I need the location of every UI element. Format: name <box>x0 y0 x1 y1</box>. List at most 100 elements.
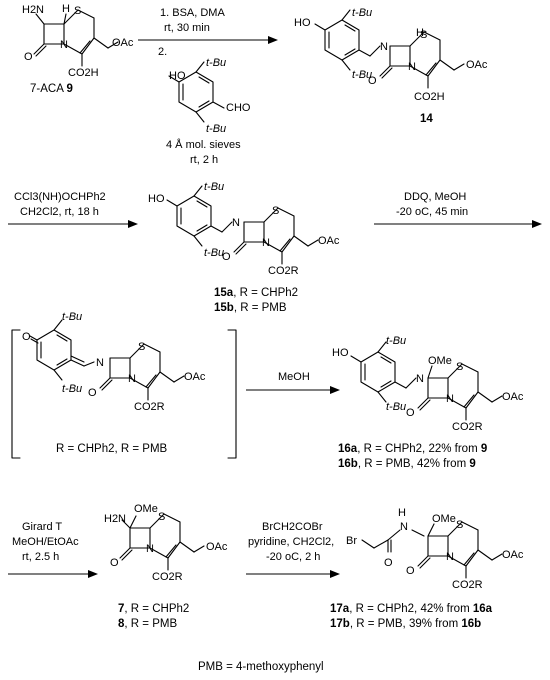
svg-text:8, R = PMB: 8, R = PMB <box>118 618 177 630</box>
svg-text:t-Bu: t-Bu <box>352 69 372 81</box>
svg-text:15a, R = CHPh2: 15a, R = CHPh2 <box>214 287 298 299</box>
svg-text:CO2R: CO2R <box>152 571 183 583</box>
svg-text:OAc: OAc <box>502 549 524 561</box>
svg-text:OMe: OMe <box>428 355 452 367</box>
oxygen-label: O <box>24 51 33 63</box>
svg-text:HO: HO <box>332 347 349 359</box>
footnote: PMB = 4-methoxyphenyl <box>198 661 324 673</box>
svg-text:N: N <box>416 373 424 385</box>
svg-text:OAc: OAc <box>318 235 340 247</box>
cond-6-line1: BrCH2COBr <box>262 521 323 533</box>
svg-text:16a, R = CHPh2, 22% from 9: 16a, R = CHPh2, 22% from 9 <box>338 443 487 455</box>
svg-text:H2N: H2N <box>104 513 126 525</box>
svg-text:O: O <box>22 331 31 343</box>
svg-text:S: S <box>138 341 145 353</box>
reagent-aldehyde: HO t-Bu t-Bu CHO <box>168 57 251 135</box>
compound-14: HO t-Bu t-Bu N H S N O OAc CO2H 14 <box>294 7 488 125</box>
svg-text:N: N <box>400 521 408 533</box>
svg-text:H: H <box>398 507 406 519</box>
cond-1-line4: 4 Å mol. sieves <box>166 138 241 151</box>
svg-text:OAc: OAc <box>466 59 488 71</box>
compound-16: HO t-Bu t-Bu N OMe S N O OAc CO2R 16a, R… <box>332 335 524 470</box>
svg-text:O: O <box>384 557 393 569</box>
cond-1-line5: rt, 2 h <box>190 154 218 166</box>
svg-text:S: S <box>456 361 463 373</box>
svg-text:S: S <box>456 519 463 531</box>
cond-4-line1: MeOH <box>278 371 310 383</box>
arrow-step-3 <box>374 220 542 228</box>
cond-2-line2: CH2Cl2, rt, 18 h <box>20 206 99 218</box>
svg-text:OMe: OMe <box>432 513 456 525</box>
svg-text:H: H <box>416 27 424 39</box>
svg-text:OAc: OAc <box>206 541 228 553</box>
compound-9: H2N H S N O OAc CO2H 7-ACA 9 <box>22 3 134 95</box>
arrow-step-1 <box>138 36 278 44</box>
oac-label: OAc <box>112 37 134 49</box>
svg-text:HO: HO <box>169 70 186 82</box>
svg-text:t-Bu: t-Bu <box>62 383 82 395</box>
svg-text:17a, R = CHPh2, 42% from 16a: 17a, R = CHPh2, 42% from 16a <box>330 603 493 615</box>
arrow-step-5 <box>8 570 98 578</box>
svg-text:t-Bu: t-Bu <box>204 181 224 193</box>
compound-7-8: H2N OMe S N O OAc CO2R 7, R = CHPh2 8, R… <box>104 503 228 630</box>
arrow-step-4 <box>246 386 340 394</box>
svg-text:OAc: OAc <box>184 371 206 383</box>
bracket-left <box>11 329 21 459</box>
svg-text:t-Bu: t-Bu <box>206 57 226 69</box>
arrow-step-2 <box>8 220 138 228</box>
svg-text:t-Bu: t-Bu <box>62 311 82 323</box>
svg-text:CO2R: CO2R <box>452 421 483 433</box>
compound-15: HO t-Bu t-Bu N S N O OAc CO2R 15a, R = C… <box>148 181 340 314</box>
svg-text:S: S <box>158 511 165 523</box>
svg-text:R = CHPh2, R = PMB: R = CHPh2, R = PMB <box>56 443 168 455</box>
svg-text:O: O <box>88 387 97 399</box>
svg-text:CO2H: CO2H <box>414 91 445 103</box>
cond-3-line2: -20 oC, 45 min <box>396 206 468 218</box>
acid-label: CO2H <box>68 67 99 79</box>
svg-text:t-Bu: t-Bu <box>386 401 406 413</box>
svg-text:t-Bu: t-Bu <box>386 335 406 347</box>
nitrogen-label: N <box>60 39 68 51</box>
svg-text:CO2R: CO2R <box>268 265 299 277</box>
cond-1-line3: 2. <box>158 46 167 58</box>
sulfur-label: S <box>74 5 81 17</box>
svg-text:N: N <box>380 41 388 53</box>
svg-text:7, R = CHPh2: 7, R = CHPh2 <box>118 603 189 615</box>
svg-text:t-Bu: t-Bu <box>352 7 372 19</box>
h-label: H <box>62 3 70 15</box>
svg-text:N: N <box>146 543 154 555</box>
quinone-methide-intermediate: O t-Bu t-Bu N S N O OAc CO2R R = CHPh2, … <box>22 311 206 455</box>
compound-17: Br O H N OMe S N O OAc CO2R 17a, R = CHP… <box>330 507 524 630</box>
svg-text:15b, R = PMB: 15b, R = PMB <box>214 302 287 314</box>
amine-label: H2N <box>22 4 44 16</box>
cond-5-line2: MeOH/EtOAc <box>12 536 79 548</box>
cond-6-line2: pyridine, CH2Cl2, <box>248 536 334 548</box>
svg-text:N: N <box>262 237 270 249</box>
svg-text:O: O <box>406 565 415 577</box>
cond-1-line2: rt, 30 min <box>164 22 210 34</box>
svg-text:t-Bu: t-Bu <box>204 247 224 259</box>
svg-text:CHO: CHO <box>226 102 251 114</box>
svg-text:N: N <box>128 373 136 385</box>
svg-text:HO: HO <box>294 17 311 29</box>
svg-text:N: N <box>408 61 416 73</box>
svg-text:OMe: OMe <box>134 503 158 515</box>
cond-5-line1: Girard T <box>22 521 62 533</box>
svg-text:S: S <box>420 29 427 41</box>
svg-text:HO: HO <box>148 193 165 205</box>
svg-text:O: O <box>368 75 377 87</box>
cond-3-line1: DDQ, MeOH <box>404 191 466 203</box>
svg-text:t-Bu: t-Bu <box>206 123 226 135</box>
svg-text:CO2R: CO2R <box>452 579 483 591</box>
cond-6-line3: -20 oC, 2 h <box>266 551 320 563</box>
svg-text:O: O <box>222 251 231 263</box>
svg-text:O: O <box>110 557 119 569</box>
svg-text:CO2R: CO2R <box>134 401 165 413</box>
cond-5-line3: rt, 2.5 h <box>22 551 59 563</box>
svg-text:17b, R = PMB, 39% from 16b: 17b, R = PMB, 39% from 16b <box>330 618 481 630</box>
svg-text:14: 14 <box>420 113 433 125</box>
svg-text:S: S <box>272 205 279 217</box>
svg-text:N: N <box>446 393 454 405</box>
svg-text:O: O <box>406 407 415 419</box>
